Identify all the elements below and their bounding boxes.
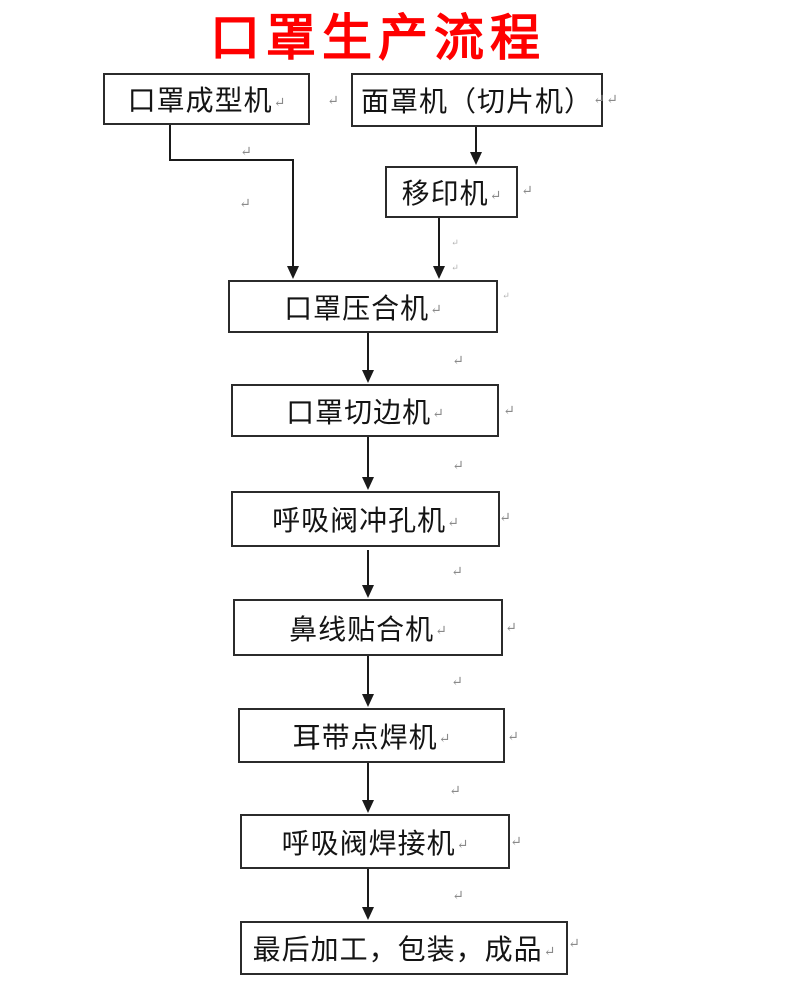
paragraph-mark-icon: ↵ (273, 95, 286, 111)
arrowhead-icon (433, 266, 445, 279)
node-label: 口罩成型机 (127, 86, 273, 117)
paragraph-mark-icon: ↵ (507, 730, 519, 745)
paragraph-mark-icon: ↵ (489, 188, 502, 204)
node-label: 呼吸阀焊接机 (281, 828, 456, 860)
paragraph-mark-icon: ↵ (543, 944, 556, 960)
node-ear-loop-spot-welding-machine: 耳带点焊机↵ (238, 708, 505, 763)
arrowhead-icon (362, 477, 374, 490)
node-face-mask-slicing-machine: 面罩机（切片机） (351, 73, 603, 127)
node-mask-forming-machine: 口罩成型机↵ (103, 73, 310, 125)
paragraph-mark-icon: ↵ (452, 459, 464, 474)
node-label: 最后加工，包装，成品 (252, 935, 543, 966)
paragraph-mark-icon: ↵ (606, 93, 618, 108)
paragraph-mark-icon: ↵ (505, 621, 517, 636)
arrowhead-icon (362, 370, 374, 383)
paragraph-mark-icon: ↵ (435, 624, 447, 639)
paragraph-mark-icon: ↵ (451, 565, 463, 580)
node-label: 面罩机（切片机） (360, 87, 593, 118)
paragraph-mark-icon: ↵ (451, 675, 463, 690)
paragraph-mark-icon: ↵ (510, 835, 522, 850)
node-label: 口罩切边机 (286, 397, 432, 429)
node-breathing-valve-punching-machine: 呼吸阀冲孔机↵ (231, 491, 500, 547)
paragraph-mark-icon: ↵ (593, 93, 605, 108)
paragraph-mark-icon: ↵ (568, 937, 580, 952)
node-mask-pressing-machine: 口罩压合机↵ (228, 280, 498, 333)
paragraph-mark-icon: ↵ (452, 889, 464, 904)
paragraph-mark-icon: ↵ (239, 197, 251, 212)
paragraph-mark-icon: ↵ (451, 262, 459, 273)
node-final-processing-packaging: 最后加工，包装，成品↵ (240, 921, 568, 975)
paragraph-mark-icon: ↵ (502, 290, 510, 301)
node-nose-wire-laminating-machine: 鼻线贴合机↵ (233, 599, 503, 656)
paragraph-mark-icon: ↵ (451, 237, 459, 248)
paragraph-mark-icon: ↵ (521, 184, 533, 199)
paragraph-mark-icon: ↵ (503, 404, 515, 419)
page-title: 口罩生产流程 (210, 10, 546, 66)
paragraph-mark-icon: ↵ (432, 407, 444, 422)
paragraph-mark-icon: ↵ (499, 511, 511, 526)
arrowhead-icon (470, 152, 482, 165)
node-label: 移印机 (401, 179, 489, 210)
paragraph-mark-icon: ↵ (327, 94, 339, 109)
paragraph-mark-icon: ↵ (240, 145, 252, 160)
node-pad-printing-machine: 移印机↵ (385, 166, 518, 218)
paragraph-mark-icon: ↵ (456, 838, 469, 853)
paragraph-mark-icon: ↵ (447, 515, 459, 531)
arrowhead-icon (362, 800, 374, 813)
node-label: 口罩压合机 (284, 293, 430, 325)
node-label: 鼻线贴合机 (289, 614, 435, 646)
paragraph-mark-icon: ↵ (430, 303, 442, 318)
connector-forming-to-pressing (169, 125, 294, 267)
arrowhead-icon (287, 266, 299, 279)
arrowhead-icon (362, 907, 374, 920)
paragraph-mark-icon: ↵ (438, 732, 451, 747)
node-mask-edge-trimming-machine: 口罩切边机↵ (231, 384, 499, 437)
node-label: 呼吸阀冲孔机 (272, 506, 447, 537)
node-breathing-valve-welding-machine: 呼吸阀焊接机↵ (240, 814, 510, 869)
node-label: 耳带点焊机 (292, 722, 438, 754)
paragraph-mark-icon: ↵ (449, 784, 461, 799)
arrowhead-icon (362, 694, 374, 707)
paragraph-mark-icon: ↵ (452, 354, 464, 369)
arrowhead-icon (362, 585, 374, 598)
